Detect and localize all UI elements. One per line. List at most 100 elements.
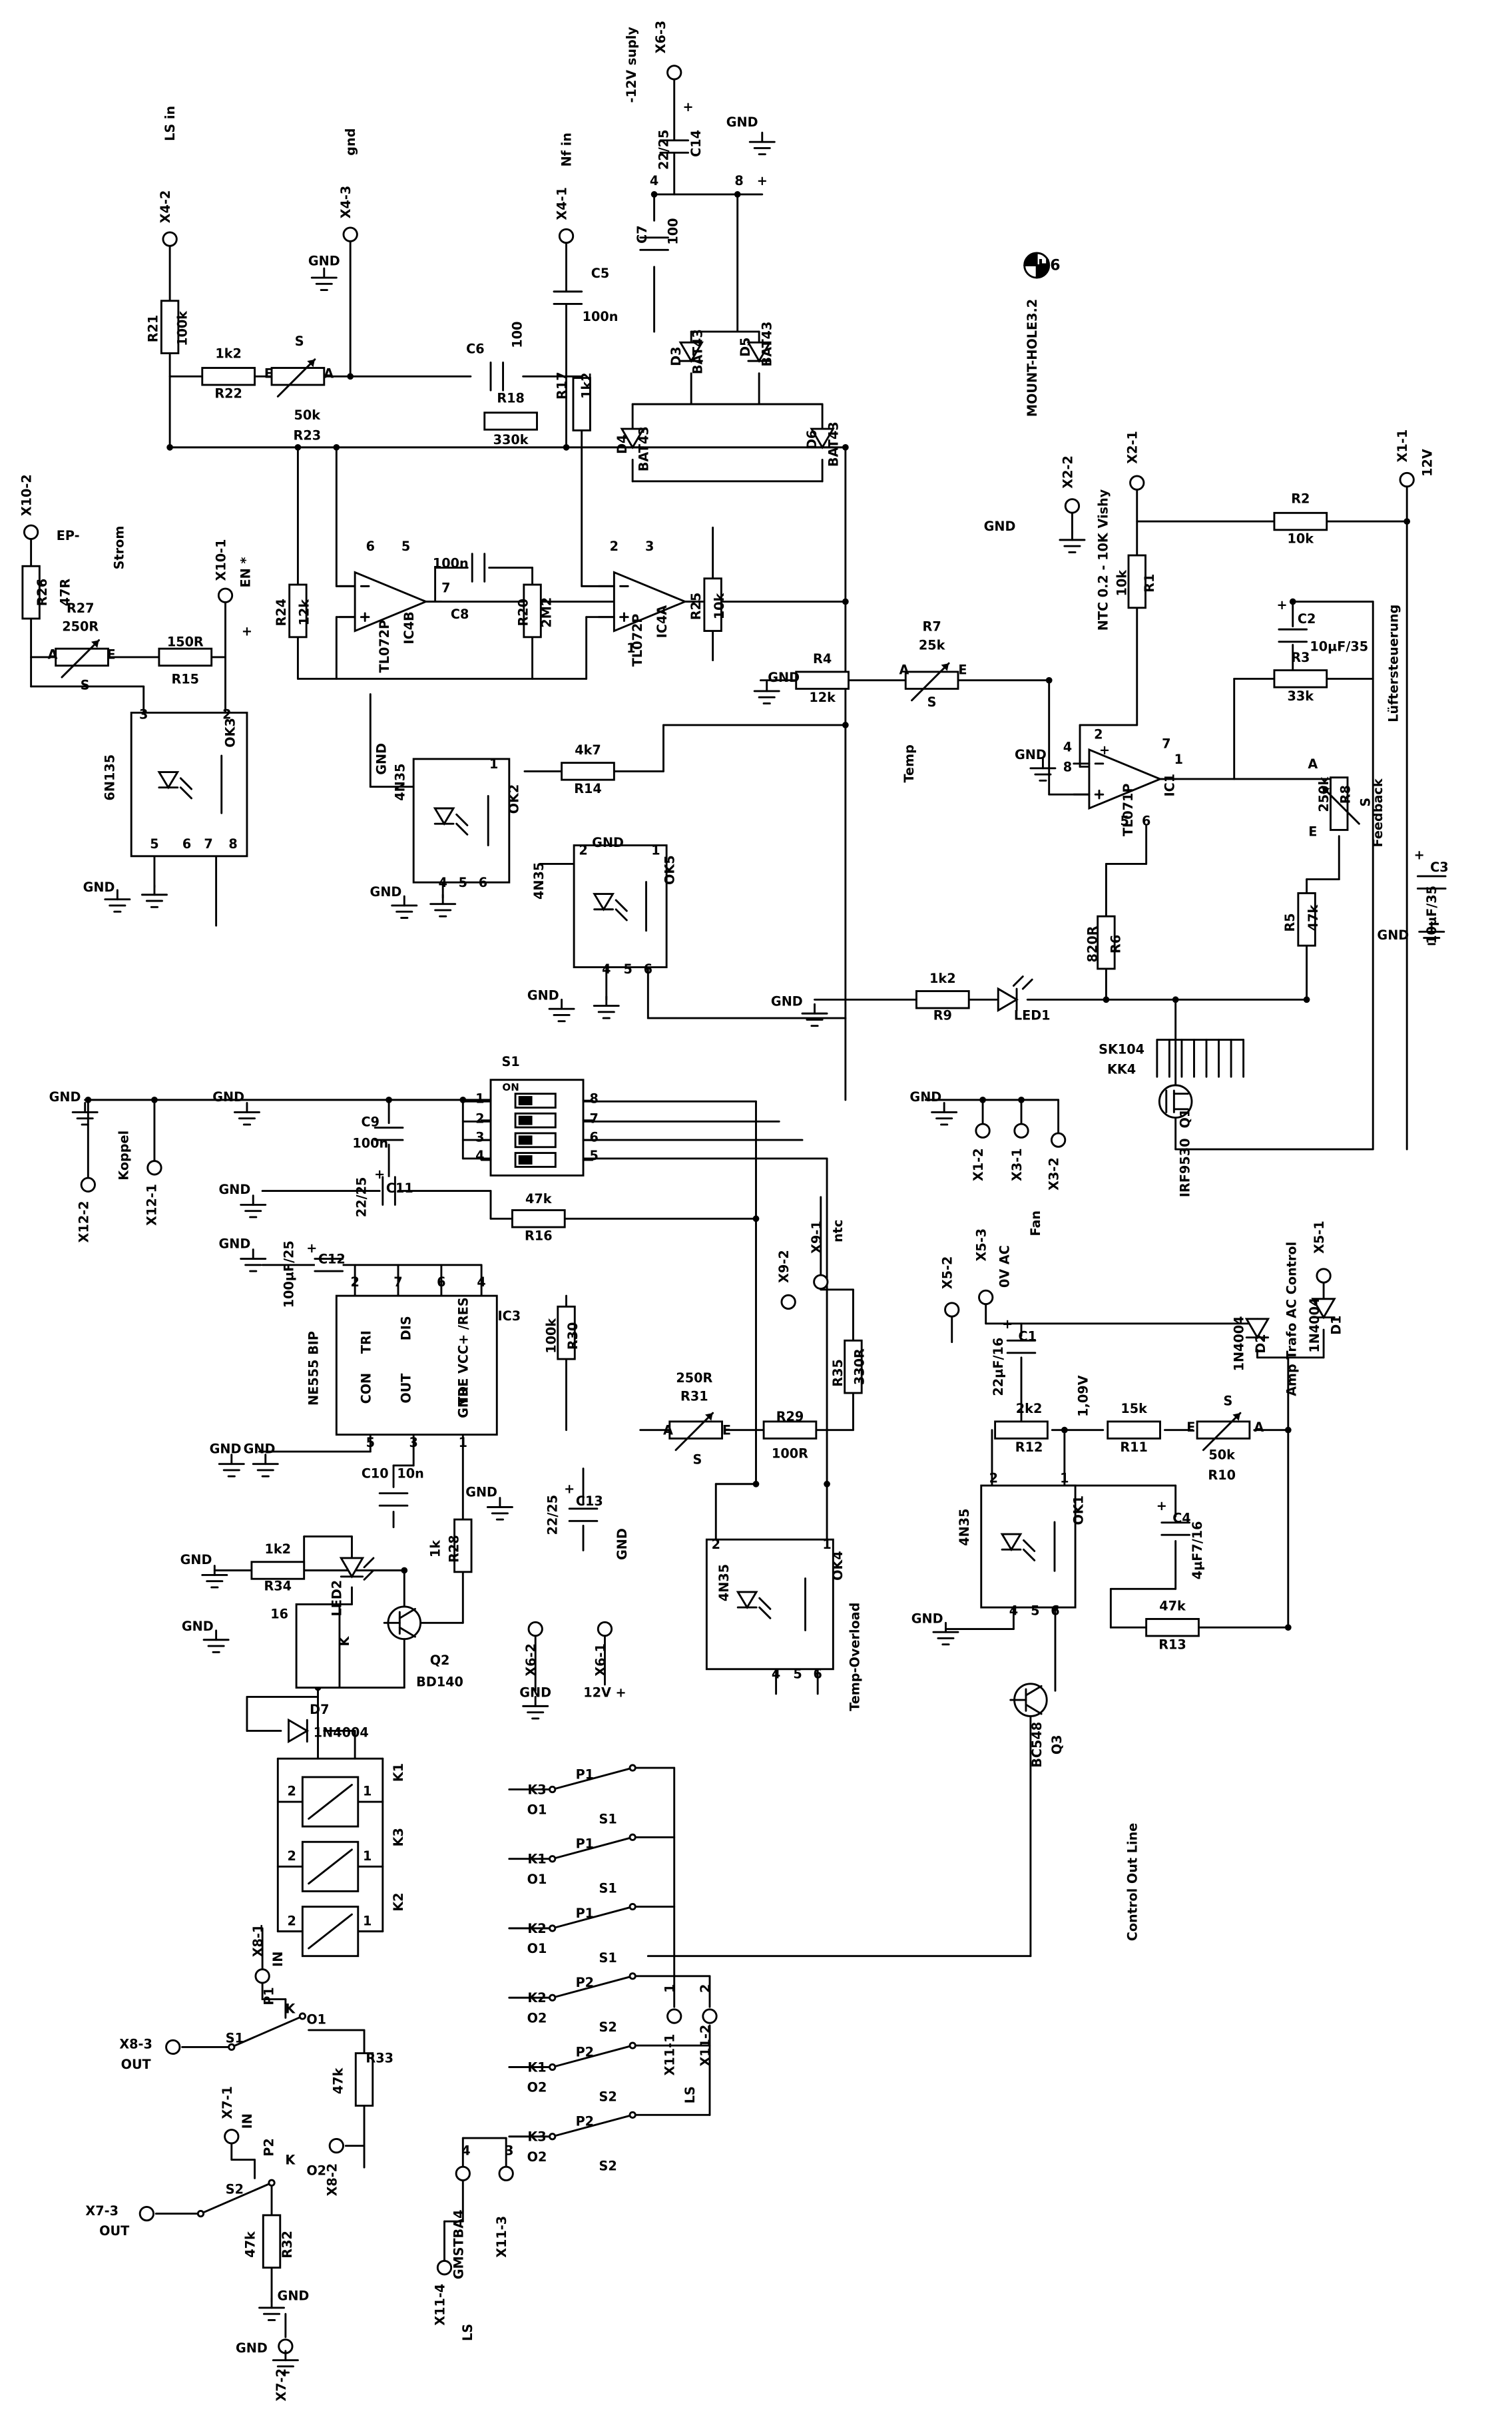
connector-pad bbox=[597, 1621, 613, 1637]
label: GND bbox=[911, 1611, 943, 1626]
label: O1 bbox=[527, 1941, 547, 1956]
resistor bbox=[1273, 511, 1328, 531]
label: 2 bbox=[350, 1274, 359, 1290]
label: 1 bbox=[489, 756, 498, 772]
label: KK4 bbox=[1107, 1061, 1136, 1077]
label: C1 bbox=[1019, 1328, 1037, 1344]
label: X1-2 bbox=[971, 1148, 986, 1181]
label: 250k bbox=[1316, 776, 1332, 812]
label: S1 bbox=[599, 1950, 617, 1966]
label: 4 bbox=[772, 1667, 780, 1682]
opto-arrow bbox=[179, 777, 193, 790]
label: GND bbox=[726, 115, 758, 130]
label: 3 bbox=[409, 1435, 417, 1450]
opto-arrow bbox=[615, 899, 628, 912]
label: R20 bbox=[516, 599, 531, 627]
label: O1 bbox=[527, 1872, 547, 1887]
label: P1 bbox=[261, 1987, 276, 2005]
label: Q1 bbox=[1178, 1109, 1193, 1129]
label: C8 bbox=[451, 607, 469, 622]
label: 6 bbox=[182, 836, 191, 852]
label: O2 bbox=[306, 2163, 326, 2179]
mount-hole-fill bbox=[1024, 252, 1037, 266]
resistor bbox=[288, 583, 308, 639]
label: 330k bbox=[493, 432, 529, 447]
label: 2 bbox=[222, 707, 231, 722]
connector-pad bbox=[978, 1289, 994, 1306]
label: 6 bbox=[437, 1274, 445, 1290]
label: 10n bbox=[397, 1466, 423, 1481]
label: LS in bbox=[162, 106, 178, 141]
junction-dot bbox=[166, 444, 173, 451]
label: X12-1 bbox=[144, 1184, 159, 1226]
junction-dot bbox=[842, 444, 849, 451]
label: D2 bbox=[1253, 1334, 1268, 1353]
label: X12-2 bbox=[76, 1201, 91, 1242]
connector-pad bbox=[558, 228, 575, 244]
label: ON bbox=[502, 1081, 519, 1093]
label: A bbox=[899, 662, 909, 677]
label: E bbox=[958, 662, 967, 677]
optocoupler-box bbox=[705, 1538, 834, 1671]
resistor bbox=[994, 1420, 1049, 1440]
label: SK104 bbox=[1099, 1041, 1144, 1057]
label: R28 bbox=[446, 1535, 461, 1563]
label: P2 bbox=[576, 1975, 594, 1990]
resistor bbox=[1107, 1420, 1161, 1440]
junction-dot bbox=[85, 1097, 92, 1103]
resistor bbox=[844, 1339, 863, 1394]
label: K bbox=[285, 2001, 296, 2016]
label: LED1 bbox=[1014, 1007, 1051, 1023]
label: + bbox=[1099, 742, 1110, 758]
connector-pad bbox=[527, 1621, 543, 1637]
label: 50k bbox=[294, 407, 322, 423]
label: X7-2 bbox=[274, 2368, 289, 2402]
diode bbox=[810, 427, 835, 449]
connector-pad bbox=[1013, 1123, 1029, 1139]
label: + bbox=[683, 99, 694, 115]
ic-box bbox=[335, 1294, 498, 1436]
junction-dot bbox=[1289, 598, 1296, 605]
label: X2-1 bbox=[1125, 431, 1140, 464]
label: C4 bbox=[1172, 1511, 1190, 1526]
label: 100 bbox=[509, 322, 525, 348]
opto-arrow bbox=[455, 822, 469, 836]
label: NE555 BIP bbox=[306, 1331, 322, 1406]
label: GND bbox=[615, 1528, 630, 1560]
label: S1 bbox=[226, 2030, 244, 2045]
connector-pad bbox=[975, 1123, 991, 1139]
label: 150R bbox=[167, 635, 204, 650]
label: D4 bbox=[615, 435, 630, 454]
label: 22/25 bbox=[354, 1177, 369, 1218]
diode bbox=[620, 427, 645, 449]
label: O2 bbox=[527, 2149, 547, 2165]
resistor bbox=[1297, 892, 1316, 947]
label: 100 bbox=[665, 218, 680, 244]
label: GND bbox=[984, 519, 1016, 534]
label: GND bbox=[182, 1619, 214, 1634]
contact-end bbox=[629, 2041, 636, 2049]
label: 5 bbox=[401, 539, 410, 554]
connector-pad bbox=[702, 2008, 718, 2024]
label: A bbox=[324, 366, 334, 382]
label: TRE VCC+ /RES bbox=[455, 1297, 471, 1405]
label: 1N4004 bbox=[1307, 1298, 1322, 1353]
label: S2 bbox=[226, 2181, 244, 2197]
label: 5 bbox=[624, 961, 632, 977]
label: GND bbox=[210, 1441, 242, 1456]
label: P1 bbox=[576, 1836, 594, 1852]
label: X3-2 bbox=[1047, 1157, 1062, 1191]
connector-pad bbox=[165, 2039, 181, 2055]
label: 12V + bbox=[583, 1685, 626, 1700]
label: C9 bbox=[362, 1114, 379, 1129]
transistor-emitter bbox=[1025, 1703, 1043, 1715]
opto-led bbox=[157, 771, 180, 790]
label: LED2 bbox=[329, 1580, 344, 1617]
resistor bbox=[453, 1518, 473, 1573]
resistor bbox=[1097, 915, 1116, 970]
relay-box bbox=[295, 1603, 341, 1689]
label: 6 bbox=[644, 961, 652, 977]
label: 10k bbox=[1115, 569, 1130, 597]
junction-dot bbox=[1045, 676, 1053, 684]
label: C3 bbox=[1430, 860, 1448, 875]
